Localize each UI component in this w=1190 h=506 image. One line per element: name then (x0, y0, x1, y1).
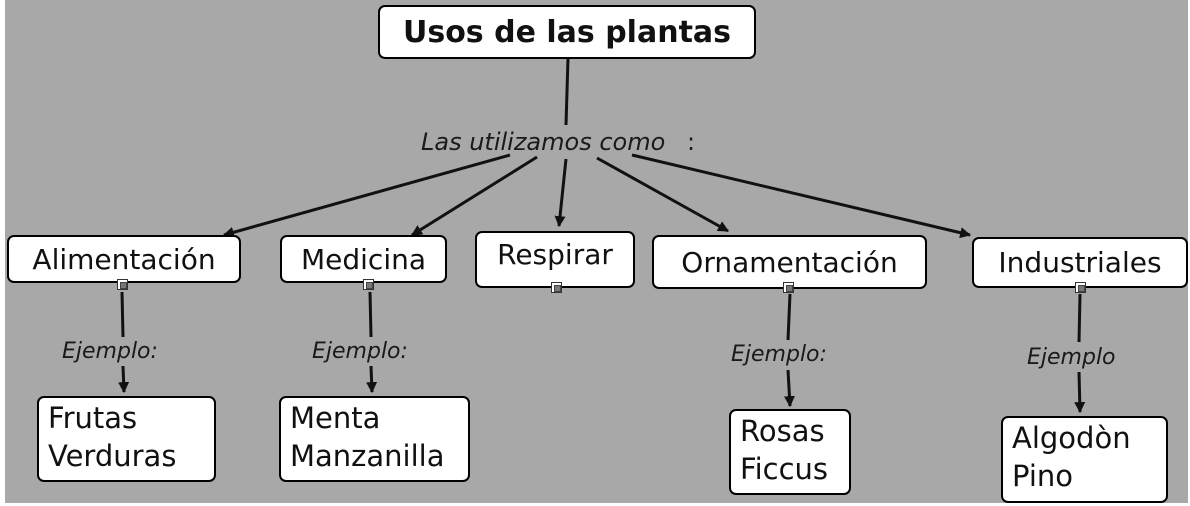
linking-phrase-ejemplo-medicina: Ejemplo: (312, 339, 408, 364)
arrow-ejemplo-to-algodon (1074, 371, 1086, 414)
arrow-to-industriales (631, 153, 972, 239)
concept-alimentacion[interactable]: Alimentación (7, 235, 241, 283)
arrow-ejemplo-to-frutas (118, 365, 130, 394)
concept-medicina[interactable]: Medicina (280, 235, 447, 283)
concept-industriales[interactable]: Industriales (972, 237, 1188, 288)
arrow-ejemplo-to-rosas (783, 369, 795, 408)
example-rosas-ficcus[interactable]: Rosas Ficcus (729, 409, 851, 495)
arrow-to-alimentacion (222, 153, 511, 238)
concept-root-usos-de-las-plantas[interactable]: Usos de las plantas (378, 5, 756, 59)
image-resource-icon[interactable] (363, 279, 374, 290)
concept-respirar[interactable]: Respirar (475, 231, 635, 288)
example-menta-manzanilla[interactable]: Menta Manzanilla (279, 396, 470, 482)
linking-phrase-las-utilizamos-como: Las utilizamos como (421, 128, 666, 156)
example-algodon-pino[interactable]: Algodòn Pino (1001, 416, 1168, 503)
linking-phrase-ejemplo-industriales: Ejemplo (1027, 345, 1116, 370)
arrow-to-respirar (554, 158, 568, 228)
arrow-to-ornamentacion (596, 156, 729, 233)
example-frutas-verduras[interactable]: Frutas Verduras (37, 396, 216, 482)
line-medicina-to-ejemplo (368, 291, 373, 338)
linking-phrase-ejemplo-alimentacion: Ejemplo: (62, 339, 158, 364)
image-resource-icon[interactable] (551, 282, 562, 293)
linking-phrase-ejemplo-ornamentacion: Ejemplo: (731, 342, 827, 367)
line-industriales-to-ejemplo (1077, 293, 1082, 343)
linking-phrase-colon: : (687, 128, 696, 156)
arrow-to-medicina (411, 155, 538, 237)
image-resource-icon[interactable] (117, 279, 128, 290)
line-title-to-phrase (564, 57, 570, 126)
arrow-ejemplo-to-menta (366, 365, 378, 394)
image-resource-icon[interactable] (783, 282, 794, 293)
concept-ornamentacion[interactable]: Ornamentación (652, 235, 927, 289)
line-ornamentacion-to-ejemplo (786, 293, 792, 341)
image-resource-icon[interactable] (1075, 282, 1086, 293)
line-alimentacion-to-ejemplo (120, 291, 125, 338)
